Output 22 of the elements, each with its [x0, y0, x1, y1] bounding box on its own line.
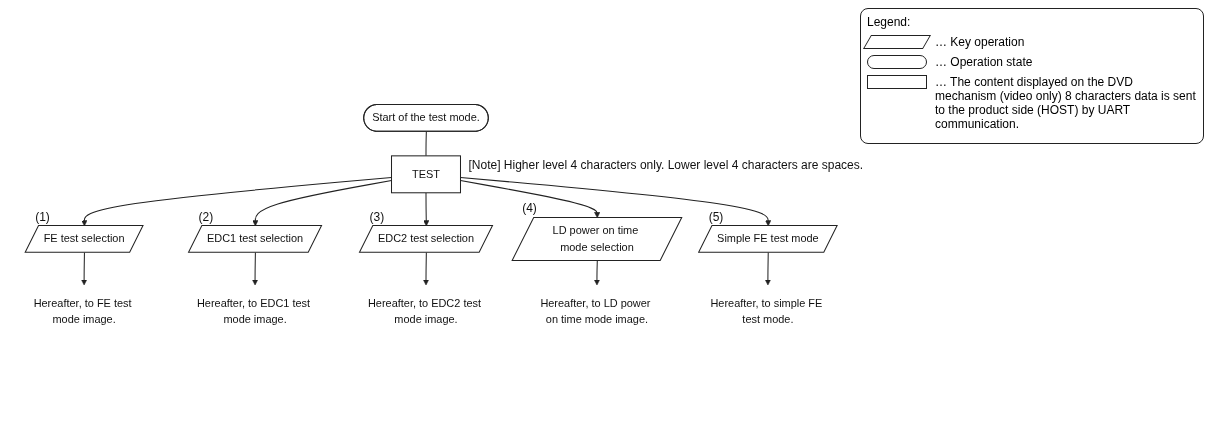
node-box: TEST — [391, 155, 461, 194]
node-text: Hereafter, to LD power on time mode image. — [540, 297, 651, 326]
legend-text: … The content displayed on the DVD mechanism (video only) 8 characters data is sent to the product side (HOST) by UART communication. — [935, 75, 1197, 131]
legend-text: … Operation state — [935, 55, 1033, 69]
connector — [425, 131, 427, 157]
step-number: (5) — [708, 209, 724, 224]
arrow — [81, 252, 88, 286]
arrow — [764, 252, 771, 286]
node-text: Hereafter, to EDC2 test mode image. — [367, 297, 482, 326]
step-number: (2) — [198, 209, 214, 224]
node-text: Hereafter, to FE test mode image. — [33, 297, 132, 326]
arrow — [423, 252, 429, 286]
step-number: (1) — [35, 209, 50, 224]
step-number: (4) — [522, 201, 537, 216]
arrow — [593, 260, 600, 286]
step-number: (3) — [369, 209, 385, 224]
arrow — [252, 252, 259, 286]
legend-heading: Legend: — [867, 15, 912, 29]
node-text: Hereafter, to EDC1 test mode image. — [196, 297, 311, 326]
note-text: [Note] Higher level 4 characters only. Lower level 4 characters are spaces. — [468, 157, 864, 172]
legend-text: … Key operation — [935, 35, 1025, 49]
node-text: Hereafter, to simple FE test mode. — [710, 297, 823, 326]
